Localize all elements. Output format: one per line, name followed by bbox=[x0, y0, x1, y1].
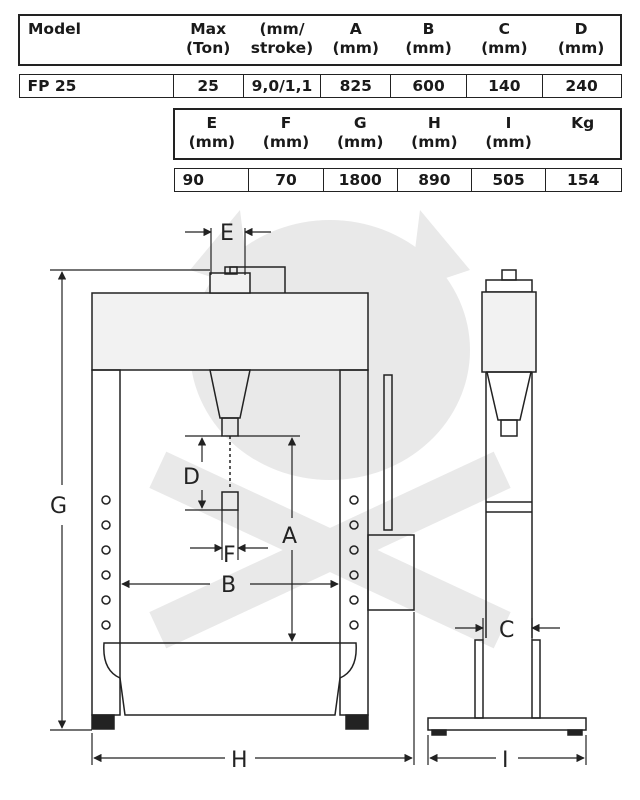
pump-lever bbox=[383, 374, 393, 531]
header-a: A(mm) bbox=[320, 14, 391, 66]
cell-max-ton: 25 bbox=[172, 74, 244, 98]
dim-label-c: C bbox=[499, 618, 514, 643]
table-row: 90 70 1800 890 505 154 bbox=[173, 168, 622, 192]
header-f: F(mm) bbox=[248, 108, 324, 160]
piston-tip bbox=[221, 491, 239, 511]
table-row: FP 25 25 9,0/1,1 825 600 140 240 bbox=[18, 74, 622, 98]
dim-label-e: E bbox=[220, 221, 234, 246]
cell-b: 600 bbox=[390, 74, 467, 98]
dim-label-h: H bbox=[231, 748, 248, 773]
cell-f: 70 bbox=[248, 168, 324, 192]
dim-label-i: I bbox=[502, 748, 509, 773]
left-foot bbox=[91, 714, 115, 730]
column-holes bbox=[101, 495, 359, 630]
right-foot bbox=[345, 714, 369, 730]
bolster-table bbox=[103, 642, 357, 716]
header-g: G(mm) bbox=[323, 108, 398, 160]
header-i: I(mm) bbox=[471, 108, 546, 160]
pump-box bbox=[367, 534, 415, 611]
dim-label-g: G bbox=[50, 494, 67, 519]
header-d: D(mm) bbox=[542, 14, 622, 66]
dim-label-a: A bbox=[282, 524, 297, 549]
cell-c: 140 bbox=[465, 74, 543, 98]
header-c: C(mm) bbox=[466, 14, 543, 66]
table-header-row: Model Max(Ton) (mm/stroke) A(mm) B(mm) C… bbox=[17, 14, 622, 66]
dim-label-f: F bbox=[223, 543, 236, 568]
spec-table-secondary: E(mm) F(mm) G(mm) H(mm) I(mm) Kg 90 70 1… bbox=[173, 108, 622, 192]
dim-label-b: B bbox=[221, 573, 236, 598]
header-kg: Kg bbox=[545, 108, 622, 160]
cell-a: 825 bbox=[320, 74, 392, 98]
side-ram bbox=[500, 419, 518, 437]
dimension-lines bbox=[50, 227, 587, 765]
cell-model: FP 25 bbox=[18, 74, 174, 98]
side-cap bbox=[485, 279, 533, 293]
side-foot-right bbox=[567, 729, 583, 736]
cell-stroke: 9,0/1,1 bbox=[242, 74, 322, 98]
header-max-ton: Max(Ton) bbox=[173, 14, 244, 66]
side-view bbox=[427, 269, 587, 736]
side-nipple bbox=[501, 269, 517, 281]
header-e: E(mm) bbox=[173, 108, 249, 160]
side-cylinder bbox=[486, 371, 532, 421]
press-drawing: E G D A F B H C I bbox=[50, 210, 587, 773]
header-h: H(mm) bbox=[397, 108, 472, 160]
cell-h: 890 bbox=[396, 168, 473, 192]
top-beam bbox=[91, 292, 369, 371]
cell-kg: 154 bbox=[544, 168, 622, 192]
cell-g: 1800 bbox=[322, 168, 398, 192]
side-foot-left bbox=[431, 729, 447, 736]
header-stroke: (mm/stroke) bbox=[243, 14, 321, 66]
header-b: B(mm) bbox=[390, 14, 467, 66]
side-head bbox=[481, 291, 537, 373]
table-header-row: E(mm) F(mm) G(mm) H(mm) I(mm) Kg bbox=[173, 108, 622, 160]
cell-e: 90 bbox=[173, 168, 250, 192]
side-base bbox=[427, 717, 587, 731]
side-leg-right bbox=[531, 639, 541, 719]
cylinder-cap bbox=[209, 272, 251, 294]
watermark-logo bbox=[149, 210, 511, 649]
side-leg-left bbox=[474, 639, 484, 719]
ram-cylinder bbox=[209, 369, 251, 419]
header-model: Model bbox=[17, 14, 174, 66]
dim-label-d: D bbox=[183, 465, 200, 490]
cell-i: 505 bbox=[471, 168, 546, 192]
hydraulic-line bbox=[229, 266, 286, 293]
spec-table-main: Model Max(Ton) (mm/stroke) A(mm) B(mm) C… bbox=[17, 14, 622, 98]
cell-d: 240 bbox=[541, 74, 622, 98]
front-view bbox=[91, 266, 415, 730]
